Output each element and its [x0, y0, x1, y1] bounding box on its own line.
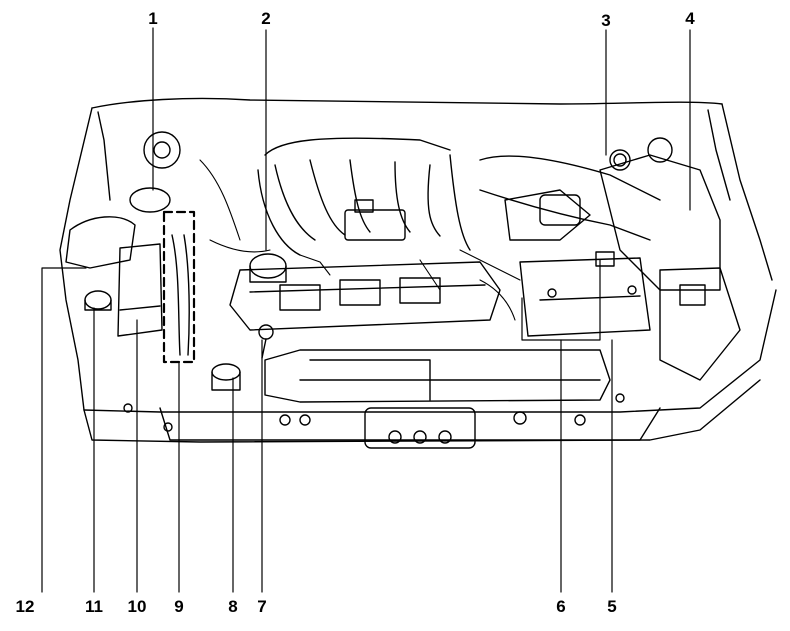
radiator-hose-box: [162, 210, 196, 364]
callout-12: 12: [15, 597, 35, 616]
callout-1: 1: [148, 9, 158, 28]
radiator-support-panel: [123, 393, 661, 449]
callout-2: 2: [261, 9, 271, 28]
callout-9: 9: [174, 597, 184, 616]
callout-6: 6: [556, 597, 566, 616]
callout-4: 4: [685, 9, 695, 28]
callout-11: 11: [85, 597, 103, 616]
washer-tank: [65, 216, 136, 269]
cylinder-head: [229, 261, 501, 331]
callout-7: 7: [257, 597, 267, 616]
leader-lines: [41, 27, 691, 593]
callout-5: 5: [607, 597, 617, 616]
coolant-reservoir: [117, 243, 163, 337]
engine-oil-dipstick: [258, 324, 274, 359]
battery: [519, 251, 651, 337]
washer-fluid-cap: [84, 290, 112, 311]
engine-cover: [264, 349, 611, 403]
callout-8: 8: [228, 597, 238, 616]
fuse-box: [659, 267, 741, 381]
left-strut-tower: [129, 131, 181, 213]
air-intake-duct: [479, 137, 721, 291]
callout-3: 3: [601, 11, 611, 30]
brake-fluid-reservoir: [211, 363, 241, 391]
right-strut-tower: [613, 153, 627, 167]
callout-10: 10: [127, 597, 147, 616]
intake-manifold: [257, 137, 471, 256]
oil-filler-cap: [249, 253, 287, 283]
wiring-harness: [199, 159, 521, 321]
